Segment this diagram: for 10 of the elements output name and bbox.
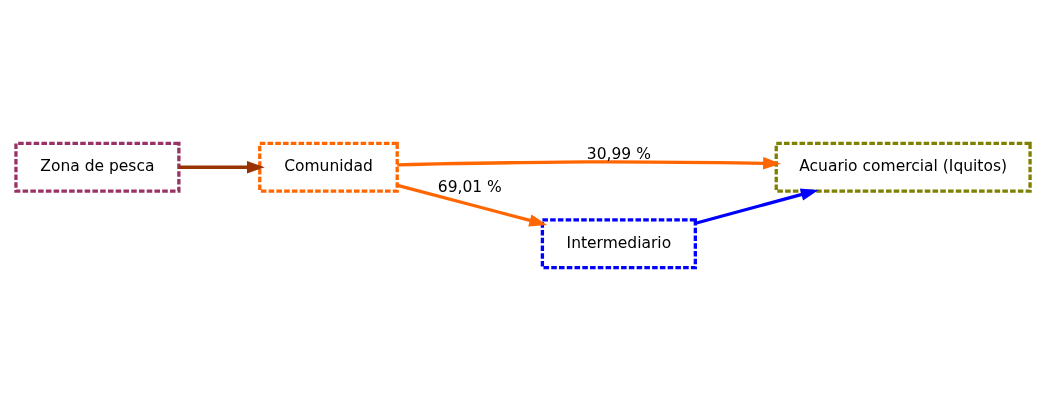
edge-label: 69,01 % — [437, 177, 502, 196]
node-box: Acuario comercial (Iquitos) — [774, 141, 1032, 193]
arrow — [397, 156, 781, 169]
arrow — [695, 188, 819, 225]
node-box: Intermediario — [540, 217, 697, 269]
node-box: Comunidad — [258, 141, 399, 193]
arrow — [397, 183, 548, 226]
edge-label: 30,99 % — [586, 144, 651, 163]
node-box: Zona de pesca — [14, 141, 181, 193]
arrow — [178, 160, 265, 173]
